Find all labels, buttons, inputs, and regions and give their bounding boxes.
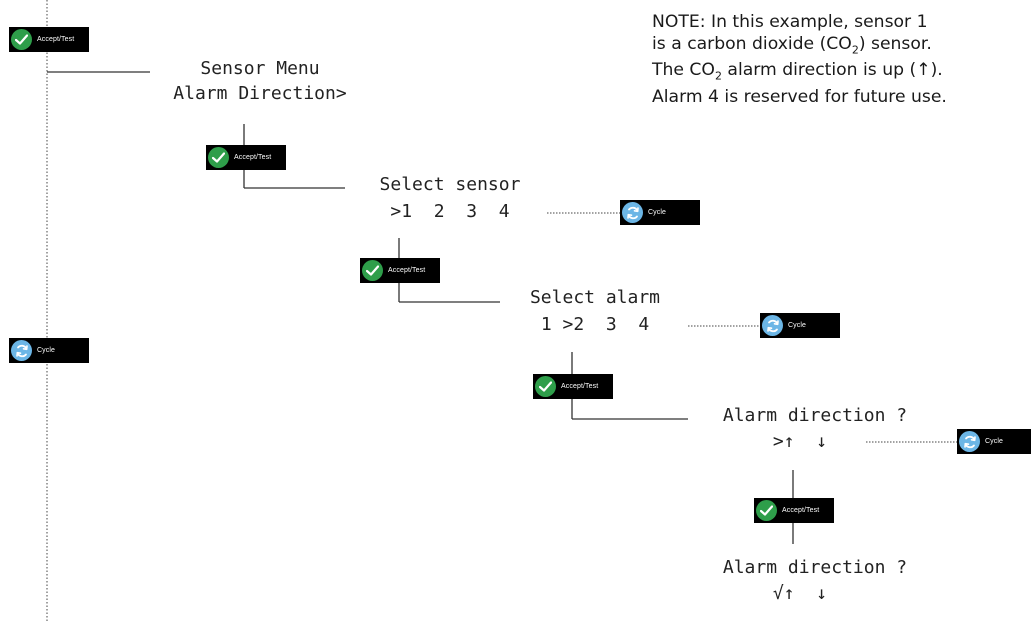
cycle-button[interactable]: Cycle [620,200,700,225]
select-sensor-options: >1 2 3 4 [390,201,510,222]
cycle-label: Cycle [788,322,807,329]
note-line-3: The CO2 alarm direction is up (↑). [652,60,1031,87]
check-icon [208,147,229,168]
accept-test-button[interactable]: Accept/Test [533,374,613,399]
note-line-4: Alarm 4 is reserved for future use. [652,87,947,108]
alarm-direction-options: >↑ ↓ [772,431,828,452]
note-line-3a: The CO [652,60,715,81]
accept-test-button[interactable]: Accept/Test [360,258,440,283]
sensor-menu-title: Sensor Menu [200,58,320,79]
note-line-3-subscript: 2 [714,69,722,83]
note-line-3b: alarm direction is up (↑). [721,60,943,81]
cycle-button[interactable]: Cycle [9,338,89,363]
check-icon [362,260,383,281]
accept-test-label: Accept/Test [782,507,820,514]
accept-test-label: Accept/Test [388,267,426,274]
accept-test-button[interactable]: Accept/Test [754,498,834,523]
cycle-button[interactable]: Cycle [957,429,1031,454]
note-line-2-subscript: 2 [851,42,859,56]
cycle-label: Cycle [648,209,667,216]
cycle-label: Cycle [37,347,56,354]
note-line-2a: is a carbon dioxide (CO [652,33,852,54]
alarm-direction-title: Alarm direction ? [722,405,908,426]
note-text: NOTE: In this example, sensor 1 is a car… [652,12,1031,109]
note-line-2b: ) sensor. [858,33,932,54]
cycle-button[interactable]: Cycle [760,313,840,338]
accept-test-label: Accept/Test [234,154,272,161]
cycle-arrows-icon [762,315,783,336]
sensor-menu-subtitle: Alarm Direction> [173,83,347,104]
select-alarm-options: 1 >2 3 4 [540,314,650,335]
note-line-1: NOTE: In this example, sensor 1 [652,12,928,32]
cycle-arrows-icon [11,340,32,361]
alarm-direction-confirmed-title: Alarm direction ? [722,557,908,578]
cycle-arrows-icon [622,202,643,223]
alarm-direction-confirmed-options: √↑ ↓ [772,583,828,604]
accept-test-button[interactable]: Accept/Test [206,145,286,170]
note-line-2: is a carbon dioxide (CO2) sensor. [652,34,1031,61]
check-icon [756,500,777,521]
accept-test-label: Accept/Test [37,36,75,43]
check-icon [535,376,556,397]
select-alarm-title: Select alarm [529,287,661,308]
cycle-label: Cycle [985,438,1004,445]
cycle-arrows-icon [959,431,980,452]
select-sensor-title: Select sensor [379,174,521,195]
accept-test-label: Accept/Test [561,383,599,390]
check-icon [11,29,32,50]
accept-test-button[interactable]: Accept/Test [9,27,89,52]
